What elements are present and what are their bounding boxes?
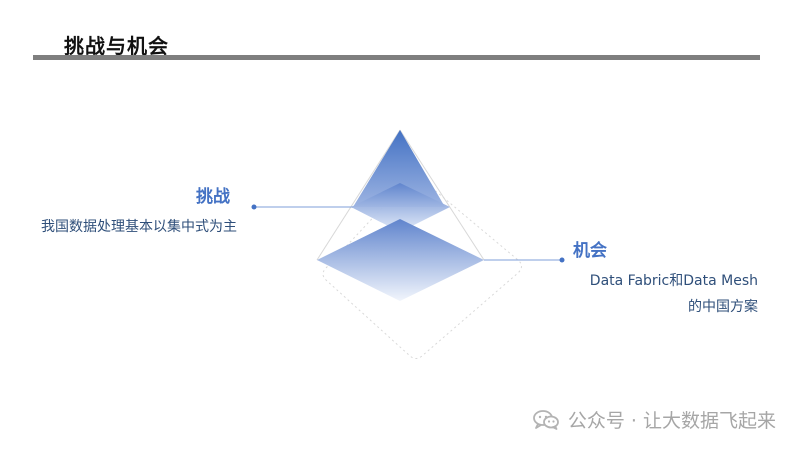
pyramid-base-layer bbox=[317, 219, 484, 301]
challenge-heading: 挑战 bbox=[196, 187, 230, 207]
opportunity-heading: 机会 bbox=[573, 241, 607, 261]
pyramid-guide-lines bbox=[316, 129, 485, 261]
page-title: 挑战与机会 bbox=[64, 34, 169, 58]
watermark-text: 公众号 · 让大数据飞起来 bbox=[567, 410, 776, 432]
challenge-connector bbox=[251, 204, 353, 210]
pyramid-middle-layer bbox=[351, 183, 450, 232]
challenge-description: 我国数据处理基本以集中式为主 bbox=[41, 219, 237, 235]
title-divider bbox=[33, 55, 760, 60]
pyramid-tip bbox=[353, 130, 445, 207]
watermark: 公众号 · 让大数据飞起来 bbox=[532, 406, 776, 433]
wechat-icon bbox=[532, 409, 559, 430]
opportunity-connector bbox=[484, 257, 565, 263]
opportunity-description: Data Fabric和Data Mesh的中国方案 bbox=[589, 273, 758, 315]
